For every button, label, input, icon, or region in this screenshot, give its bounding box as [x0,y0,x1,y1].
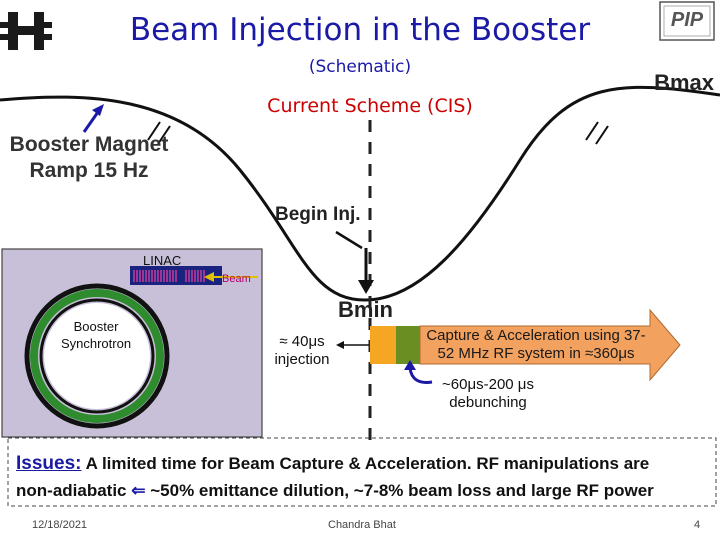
begin-inj-arrow [335,230,374,294]
footer-author: Chandra Bhat [328,519,396,531]
fermilab-logo [0,12,52,50]
booster-inset [1,248,263,438]
issues-line1: A limited time for Beam Capture & Accele… [85,454,650,473]
injection-bar [370,326,396,364]
curve-break-right [585,121,609,145]
pip-logo-text: PIP [670,9,704,31]
pip-logo [659,1,715,41]
ramp-pointer-arrow [82,104,104,133]
debunch-bar [396,326,420,364]
bmax-label: Bmax [654,70,714,95]
debunch-pointer-arrow [404,360,433,384]
scheme-label: Current Scheme (CIS) [267,95,473,117]
slide-subtitle: (Schematic) [308,57,412,77]
footer-page: 4 [694,519,701,531]
slide-title: Beam Injection in the Booster [129,12,591,48]
booster-synchrotron-label: Booster Synchrotron [60,319,132,351]
begin-inj-label: Begin Inj. [275,204,361,225]
footer-date: 12/18/2021 [32,519,88,531]
capture-label: Capture & Acceleration using 37-52 MHz R… [426,327,646,362]
debunch-label: ~60μs-200 μs debunching [442,376,534,411]
magnet-ramp-curve [0,85,720,302]
bmin-label: Bmin [338,297,393,322]
ramp-label: Booster Magnet Ramp 15 Hz [9,133,169,182]
curve-break-left [147,121,171,145]
issues-line2b: ~50% emittance dilution, ~7-8% beam loss… [150,481,654,500]
linac-label: LINAC [143,253,182,268]
capture-acceleration-arrow [419,308,681,382]
issues-line2a: non-adiabatic [16,481,127,500]
beam-label: Beam [222,273,251,285]
injection-label: ≈ 40μs injection [274,333,330,368]
issues-box [7,437,717,507]
issues-arrow: ⇐ [131,481,146,500]
issues-text: Issues: A limited time for Beam Capture … [16,450,706,504]
issues-heading: Issues: [16,453,82,474]
